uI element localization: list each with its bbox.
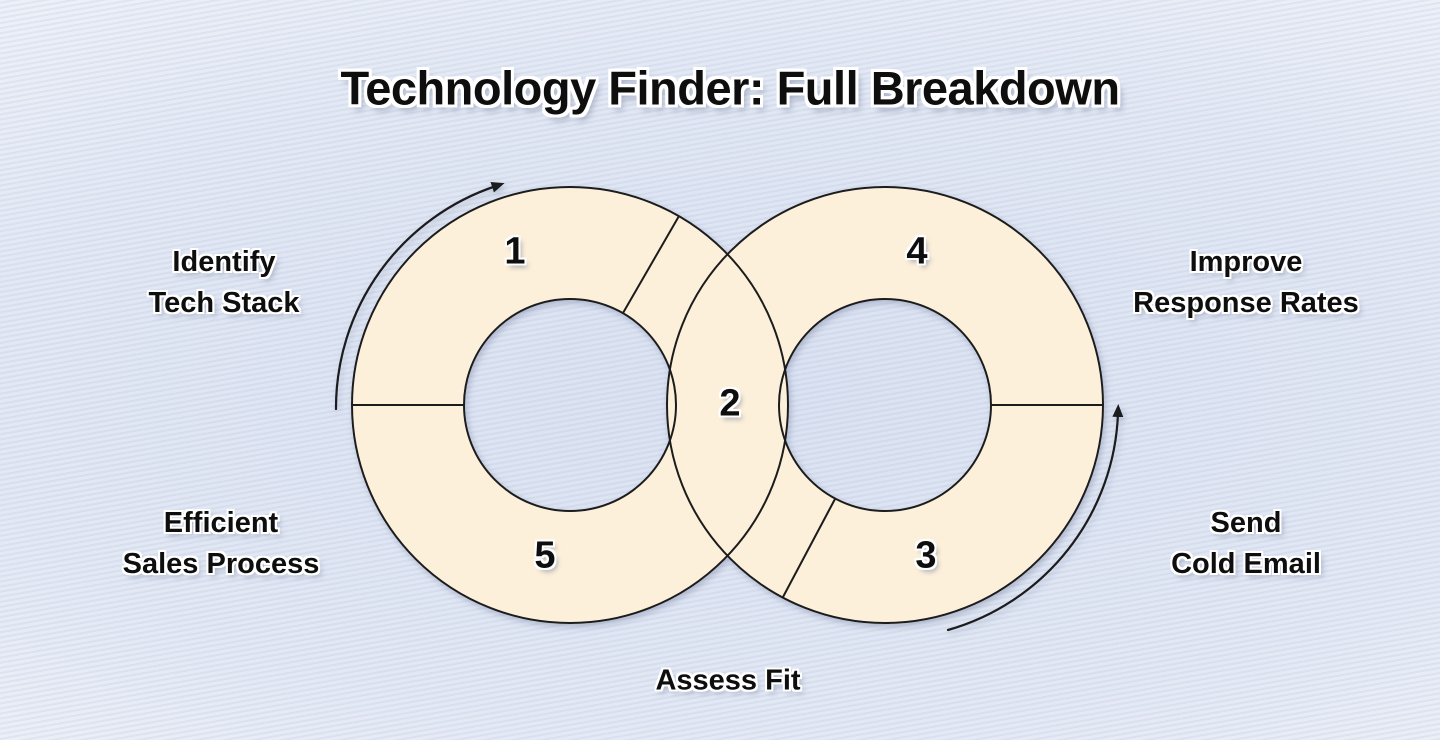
step-number-1: 1 (504, 230, 526, 273)
step-label-line: Tech Stack (148, 287, 300, 319)
left-ring-inner-outline (463, 298, 677, 512)
step-number-2: 2 (719, 382, 741, 425)
step-label-identify-tech-stack: Identify Tech Stack (149, 242, 300, 324)
step-label-send-cold-email: Send Cold Email (1171, 503, 1321, 585)
right-ring-inner-outline (778, 298, 992, 512)
step-number-4: 4 (906, 230, 928, 273)
step-number-5: 5 (534, 534, 556, 577)
left-donut-ring (352, 187, 788, 623)
step-label-improve-response-rates: Improve Response Rates (1133, 242, 1359, 324)
right-donut-ring (667, 187, 1103, 623)
page-title: Technology Finder: Full Breakdown (340, 61, 1120, 115)
step-number-3: 3 (915, 534, 937, 577)
step-label-line: Improve (1189, 246, 1303, 278)
step-label-line: Sales Process (122, 548, 320, 580)
right-ring-divider-southwest (782, 498, 836, 598)
step-label-line: Response Rates (1133, 287, 1359, 319)
step-label-line: Identify (172, 246, 276, 278)
left-loop-arrow (334, 182, 505, 411)
step-label-line: Assess Fit (655, 664, 801, 697)
step-label-line: Efficient (163, 507, 279, 539)
left-ring-divider-northeast (622, 215, 680, 314)
right-loop-arrow (946, 404, 1124, 632)
step-label-assess-fit: Assess Fit (655, 661, 800, 702)
step-label-efficient-sales-process: Efficient Sales Process (123, 503, 320, 585)
step-label-line: Send (1210, 507, 1282, 539)
step-label-line: Cold Email (1171, 548, 1321, 580)
